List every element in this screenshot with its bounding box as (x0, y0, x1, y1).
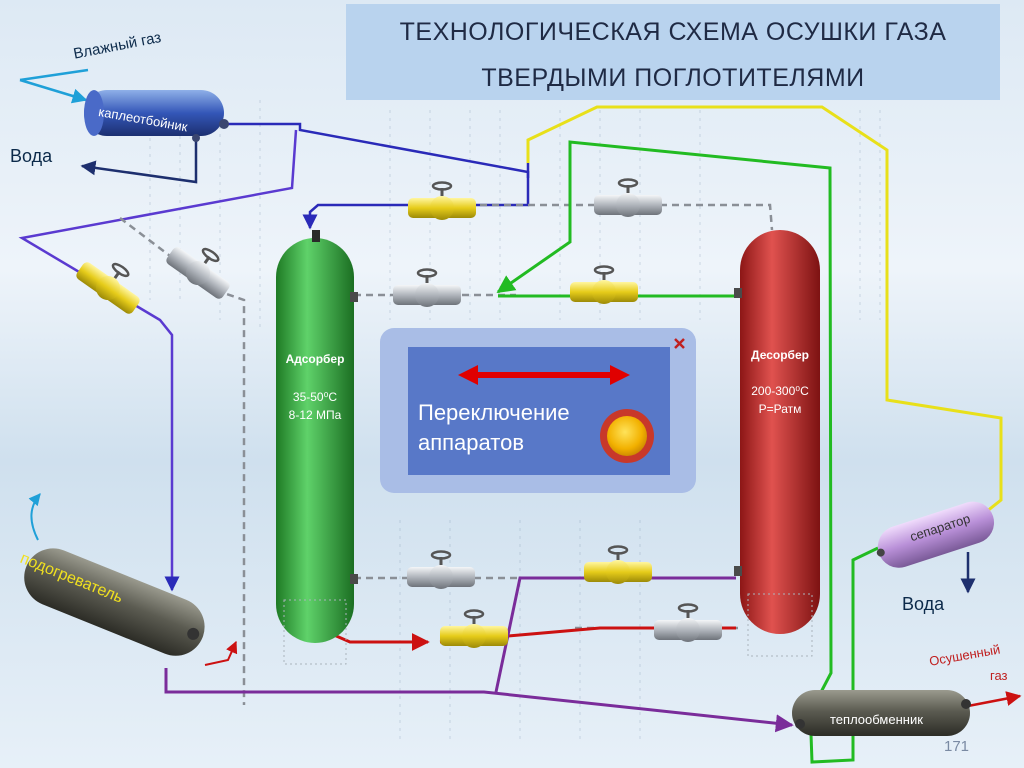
switch-label: Переключение аппаратов (418, 398, 570, 458)
regeneration-gas-line (526, 105, 1003, 514)
adsorber-temp: 35-50⁰С (292, 390, 338, 404)
gas-line-to-heater (18, 129, 298, 592)
dried-gas-label-2: газ (990, 668, 1008, 683)
title-line-1: ТЕХНОЛОГИЧЕСКАЯ СХЕМА ОСУШКИ ГАЗА (399, 18, 947, 46)
valve-yellow-left[interactable] (73, 248, 150, 318)
water-right-label: Вода (902, 594, 945, 614)
heater-vessel (24, 548, 205, 656)
adsorber-vessel (276, 230, 358, 665)
title-banner: ТЕХНОЛОГИЧЕСКАЯ СХЕМА ОСУШКИ ГАЗА ТВЕРДЫ… (346, 4, 1000, 100)
purple-line (164, 668, 794, 733)
separator-vessel (876, 501, 995, 568)
heater-loop-arrow (204, 640, 238, 666)
drop-separator-vessel (84, 90, 229, 142)
switch-label-line-2: аппаратов (418, 430, 525, 455)
valve-grey-bottom-left[interactable] (407, 550, 475, 590)
wet-gas-line-to-adsorber (222, 122, 530, 230)
valve-yellow-top[interactable] (408, 181, 476, 221)
heater-inlet-arrow (28, 493, 41, 541)
valve-yellow-desorber-top[interactable] (570, 265, 638, 305)
wet-gas-inlet-line (19, 68, 89, 104)
purple-line-2 (494, 576, 736, 693)
heat-exchanger-vessel (792, 690, 971, 736)
valve-yellow-bottom-right[interactable] (584, 545, 652, 585)
page-number: 171 (944, 738, 970, 755)
valve-grey-left[interactable] (163, 233, 240, 303)
desorber-name: Десорбер (751, 348, 809, 362)
valve-grey-bottom-desorber[interactable] (654, 603, 722, 643)
dried-gas-outlet-line (967, 691, 1022, 708)
water-left-label: Вода (10, 146, 53, 166)
valve-grey-top[interactable] (594, 178, 662, 218)
adsorber-name: Адсорбер (285, 352, 345, 366)
valve-yellow-hot[interactable] (440, 609, 508, 649)
green-line-from-separator (801, 546, 879, 764)
valve-grey-adsorber-top[interactable] (393, 268, 461, 308)
green-line-to-desorber (496, 140, 833, 695)
heat-exchanger-label: теплообменник (830, 712, 923, 727)
water-outlet-left-line (80, 140, 198, 184)
desorber-temp: 200-300⁰С (751, 384, 809, 398)
switch-label-line-1: Переключение (418, 400, 570, 425)
adsorber-pressure: 8-12 МПа (288, 408, 342, 422)
desorber-vessel (734, 230, 820, 657)
desorber-pressure: Р=Ратм (758, 402, 802, 416)
title-line-2: ТВЕРДЫМИ ПОГЛОТИТЕЛЯМИ (481, 64, 865, 92)
